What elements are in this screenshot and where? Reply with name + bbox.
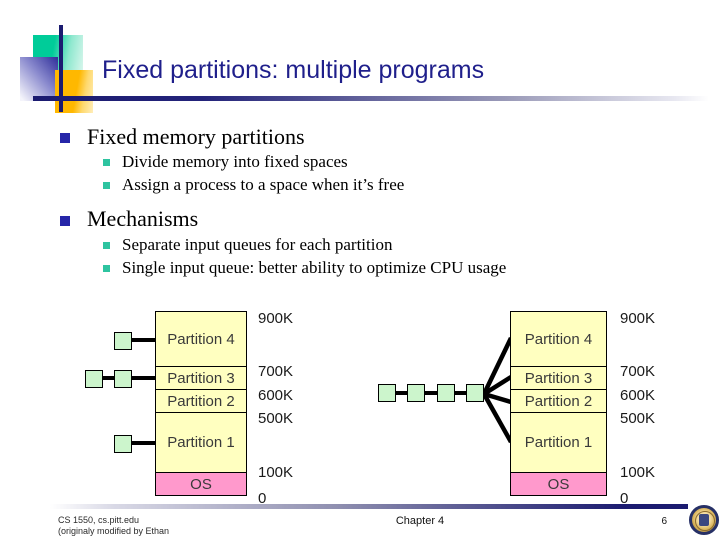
footer-credit: (originaly modified by Ethan	[58, 526, 170, 536]
address-label: 600K	[258, 387, 294, 404]
address-label: 900K	[258, 310, 294, 327]
bullet-square-icon	[103, 265, 110, 272]
address-label: 600K	[620, 387, 656, 404]
partition-box: Partition 1	[510, 412, 607, 473]
process-queue-box	[114, 370, 132, 388]
page-title: Fixed partitions: multiple programs	[102, 56, 485, 84]
process-queue-box	[466, 384, 484, 402]
partition-box: Partition 3	[510, 366, 607, 390]
partition-box: Partition 4	[510, 311, 607, 367]
process-queue-box	[407, 384, 425, 402]
seal-ring	[695, 511, 715, 531]
outline-item-2-sub-2: Single input queue: better ability to op…	[122, 258, 507, 277]
address-label: 500K	[620, 410, 656, 427]
outline-item-1-sub-1: Divide memory into fixed spaces	[122, 152, 348, 171]
partition-box: Partition 2	[510, 389, 607, 413]
partition-label: Partition 3	[167, 369, 235, 387]
bullet-square-icon	[60, 133, 70, 143]
partition-label: Partition 1	[167, 434, 235, 451]
partition-box: Partition 4	[155, 311, 247, 367]
outline-item-2: Mechanisms	[87, 206, 199, 231]
partition-label: Partition 4	[167, 330, 235, 348]
bullet-square-icon	[103, 182, 110, 189]
memory-column-right: Partition 4 Partition 3 Partition 2 Part…	[510, 311, 607, 496]
title-rule	[33, 96, 709, 101]
os-label: OS	[547, 475, 570, 493]
process-queue-box	[85, 370, 103, 388]
process-queue-box	[114, 435, 132, 453]
os-label: OS	[190, 475, 212, 493]
process-queue-box	[378, 384, 396, 402]
bullet-square-icon	[103, 242, 110, 249]
bullet-square-icon	[60, 216, 70, 226]
footer-chapter: Chapter 4	[395, 515, 445, 527]
address-label: 0	[258, 490, 267, 507]
address-label: 0	[620, 490, 629, 507]
partition-label: Partition 3	[524, 369, 593, 387]
partition-label: Partition 2	[167, 392, 235, 410]
seal-shield-icon	[699, 514, 709, 526]
outline-item-2-sub-1: Separate input queues for each partition	[122, 235, 393, 254]
partition-label: Partition 4	[524, 330, 593, 348]
memory-column-left: Partition 4 Partition 3 Partition 2 Part…	[155, 311, 247, 496]
outline-item-1: Fixed memory partitions	[87, 124, 305, 149]
decor-purple-square	[20, 57, 58, 101]
outline-item-1-sub-2: Assign a process to a space when it’s fr…	[122, 175, 405, 194]
partition-label: Partition 1	[524, 434, 593, 451]
partition-box: Partition 1	[155, 412, 247, 473]
address-label: 900K	[620, 310, 656, 327]
footer-course: CS 1550, cs.pitt.edu	[58, 515, 140, 525]
address-label: 500K	[258, 410, 294, 427]
address-label: 700K	[258, 363, 294, 380]
partition-box: Partition 3	[155, 366, 247, 390]
address-label: 700K	[620, 363, 656, 380]
address-label: 100K	[258, 464, 294, 481]
decor-vertical-line	[59, 25, 63, 112]
process-queue-box	[114, 332, 132, 350]
bullet-square-icon	[103, 159, 110, 166]
os-box: OS	[510, 472, 607, 496]
page-number: 6	[661, 516, 667, 527]
partition-label: Partition 2	[524, 392, 593, 410]
os-box: OS	[155, 472, 247, 496]
footer-rule	[50, 504, 688, 509]
partition-box: Partition 2	[155, 389, 247, 413]
address-label: 100K	[620, 464, 656, 481]
university-seal-logo	[689, 505, 719, 535]
process-queue-box	[437, 384, 455, 402]
